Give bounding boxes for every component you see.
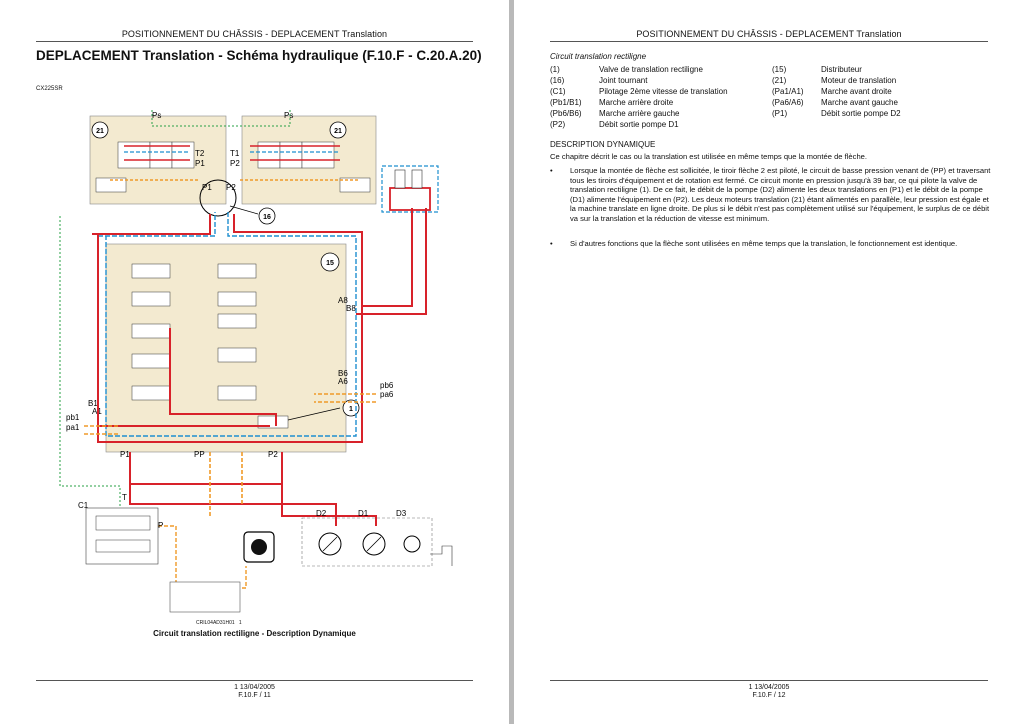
pressure-lines [59, 208, 427, 589]
label-p2-motor: P2 [230, 159, 240, 168]
label-t1: T1 [230, 149, 240, 158]
left-page: POSITIONNEMENT DU CHÂSSIS - DEPLACEMENT … [0, 0, 509, 724]
label-pb6: pb6 [380, 381, 394, 390]
label-b1: B1 [88, 399, 98, 408]
footer-rule [36, 680, 473, 681]
label-b8: B8 [346, 304, 356, 313]
label-d1: D1 [358, 509, 369, 518]
label-p1-joint: P1 [202, 183, 212, 192]
label-t2: T2 [195, 149, 205, 158]
label-p1-motor: P1 [195, 159, 205, 168]
label-a8: A8 [338, 296, 348, 305]
label-pp: PP [194, 450, 205, 459]
header-rule [36, 41, 473, 42]
label-ps-left: Ps [152, 111, 161, 120]
legend-left: (1)Valve de translation rectiligne (16)J… [550, 64, 728, 130]
label-p2-joint: P2 [226, 183, 236, 192]
dynamic-description-title: DESCRIPTION DYNAMIQUE [550, 140, 656, 149]
swivel-joint: P1 P2 16 [199, 179, 276, 225]
legend-item: (Pb6/B6)Marche arrière gauche [550, 109, 680, 118]
pilot-unit [169, 531, 275, 613]
legend-item: (Pa6/A6)Marche avant gauche [772, 98, 898, 107]
legend-item: (P2)Débit sortie pompe D1 [550, 120, 679, 129]
bullet-marker: • [550, 239, 553, 248]
control-valve-15: 15 A8 B8 B6 A6 pb6 pa6 B1 A1 pb1 pa1 P1 … [66, 243, 394, 459]
figure-reference: CRIL04AD31H01 1 [196, 620, 242, 626]
page-title: DEPLACEMENT Translation - Schéma hydraul… [36, 48, 482, 63]
page-header: POSITIONNEMENT DU CHÂSSIS - DEPLACEMENT … [121, 29, 388, 39]
callout-1: 1 [349, 406, 353, 413]
page-footer: 1 13/04/2005 F.10.F / 12 [514, 684, 1024, 700]
bullet-item: • Lorsque la montée de flèche est sollic… [550, 166, 992, 223]
right-page: POSITIONNEMENT DU CHÂSSIS - DEPLACEMENT … [514, 0, 1024, 724]
label-pa6: pa6 [380, 390, 394, 399]
page-footer: 1 13/04/2005 F.10.F / 11 [0, 684, 509, 700]
label-d2: D2 [316, 509, 327, 518]
travel-motor-left: 21 Ps T2 P1 [89, 111, 227, 205]
second-speed-valve: C1 T P [78, 493, 163, 565]
label-b6: B6 [338, 369, 348, 378]
label-a6: A6 [338, 377, 348, 386]
label-ps-right: Ps [284, 111, 293, 120]
label-p1-valve: P1 [120, 450, 130, 459]
boom-cylinder [381, 165, 439, 213]
label-p2-valve: P2 [268, 450, 278, 459]
legend-item: (P1)Débit sortie pompe D2 [772, 109, 901, 118]
legend-item: (C1)Pilotage 2ème vitesse de translation [550, 87, 728, 96]
footer-page-number: F.10.F / 11 [238, 692, 271, 699]
label-p: P [158, 521, 163, 530]
pump-group: D2 D1 D3 [301, 509, 453, 567]
bullet-text: Lorsque la montée de flèche est sollicit… [570, 166, 991, 223]
bullet-marker: • [550, 166, 553, 175]
footer-date: 1 13/04/2005 [748, 684, 790, 691]
callout-16: 16 [263, 214, 271, 221]
label-t: T [122, 493, 127, 502]
footer-page-number: F.10.F / 12 [752, 692, 786, 699]
figure-caption: Circuit translation rectiligne - Descrip… [153, 629, 356, 638]
callout-21-left: 21 [96, 128, 104, 135]
legend-item: (21)Moteur de translation [772, 76, 897, 85]
label-c1: C1 [78, 501, 89, 510]
model-code: CX225SR [36, 86, 63, 92]
legend-item: (16)Joint tournant [550, 76, 648, 85]
bullet-item: • Si d'autres fonctions que la flèche so… [550, 239, 992, 249]
header-rule [550, 41, 988, 42]
travel-motor-right: 21 Ps T1 P2 [230, 111, 377, 205]
legend-item: (1)Valve de translation rectiligne [550, 65, 703, 74]
legend-item: (15)Distributeur [772, 65, 862, 74]
hydraulic-schematic: 21 Ps T2 P1 21 Ps T1 P2 P1 P2 [59, 110, 453, 613]
label-d3: D3 [396, 509, 407, 518]
label-pa1: pa1 [66, 423, 80, 432]
bullet-text: Si d'autres fonctions que la flèche sont… [570, 239, 958, 248]
footer-rule [550, 680, 988, 681]
label-pb1: pb1 [66, 413, 80, 422]
page-header: POSITIONNEMENT DU CHÂSSIS - DEPLACEMENT … [636, 29, 902, 39]
callout-15: 15 [326, 260, 334, 267]
legend-item: (Pa1/A1)Marche avant droite [772, 87, 892, 96]
legend-right: (15)Distributeur (21)Moteur de translati… [772, 64, 901, 119]
footer-date: 1 13/04/2005 [234, 684, 275, 691]
section-title: Circuit translation rectiligne [550, 52, 647, 61]
legend-item: (Pb1/B1)Marche arrière droite [550, 98, 674, 107]
intro-paragraph: Ce chapitre décrit le cas ou la translat… [550, 152, 867, 161]
callout-21-right: 21 [334, 128, 342, 135]
